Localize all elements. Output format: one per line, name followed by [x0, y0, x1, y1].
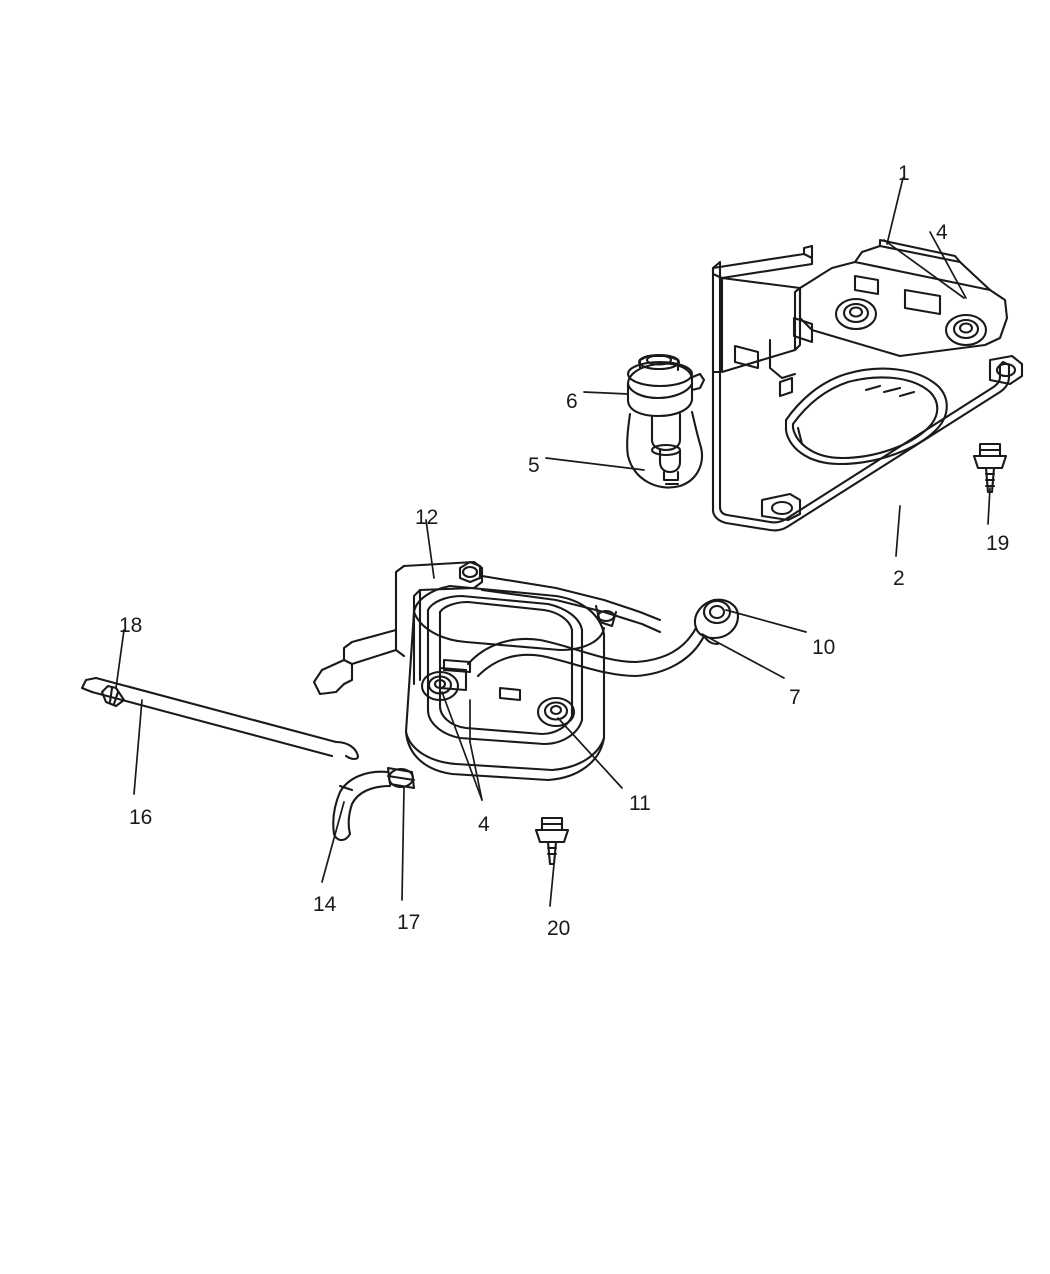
hose-and-line-group — [80, 676, 392, 842]
callout-4-lower: 4 — [478, 813, 490, 836]
callout-19: 19 — [986, 532, 1010, 555]
callout-1: 1 — [898, 162, 910, 185]
callout-12: 12 — [415, 506, 439, 529]
leak-detection-pump-group — [626, 353, 706, 489]
callout-18: 18 — [119, 614, 143, 637]
callout-20: 20 — [547, 917, 571, 940]
callout-10: 10 — [812, 636, 836, 659]
callout-4-upper: 4 — [936, 221, 948, 244]
leader-lines — [115, 177, 991, 907]
upper-bracket-group — [711, 238, 1024, 532]
canister-group — [312, 560, 740, 790]
callout-2: 2 — [893, 567, 905, 590]
callout-6: 6 — [566, 390, 578, 413]
callout-11: 11 — [629, 792, 651, 815]
bolt-20-group — [534, 816, 570, 866]
bolt-19-group — [972, 442, 1008, 494]
callout-16: 16 — [129, 806, 153, 829]
callout-5: 5 — [528, 454, 540, 477]
callout-7: 7 — [789, 686, 801, 709]
callout-14: 14 — [313, 893, 337, 916]
callout-17: 17 — [397, 911, 421, 934]
